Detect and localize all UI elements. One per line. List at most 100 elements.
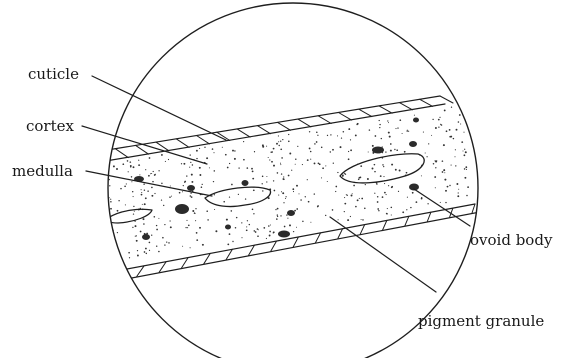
pigment-granule [144,203,146,205]
pigment-granule [284,226,286,228]
cuticle-scale [318,116,331,124]
pigment-granule [107,199,108,200]
pigment-granule [441,124,443,126]
pigment-granule [342,174,344,176]
pigment-granule [266,181,267,182]
pigment-granule [126,183,127,184]
pigment-granule [129,257,130,258]
pigment-granule [289,224,291,226]
cuticle-scale [383,221,387,230]
pigment-granule [294,210,296,212]
pigment-granule [307,159,309,161]
pigment-granule [133,206,134,207]
pigment-granule [361,198,363,200]
pigment-granule [214,209,215,210]
pigment-granule [330,151,331,152]
pigment-granule [227,167,229,169]
pigment-granule [137,255,139,257]
pigment-granule [398,191,399,192]
pigment-granule [254,151,255,152]
pigment-granule [125,204,126,205]
pigment-granule [206,157,208,159]
pigment-granule [164,224,165,225]
pigment-granule [108,197,109,198]
pigment-granule [368,151,369,152]
pigment-granule [369,129,370,130]
pigment-granule [458,192,459,193]
pigment-granule [317,135,318,136]
pigment-granule [143,183,144,184]
cuticle-scale [115,149,128,158]
pigment-granule [464,154,466,156]
pigment-granule [238,194,239,195]
pigment-granule [353,185,355,187]
pigment-granule [344,203,346,205]
pigment-granule [214,194,215,195]
pigment-granule [389,136,391,138]
pigment-granule [377,196,379,198]
pigment-granule [317,206,318,207]
pigment-granule [143,223,145,225]
pigment-granule [277,214,278,215]
pigment-granule [213,152,214,153]
pigment-granule [302,221,303,222]
pigment-granule [202,244,204,246]
pigment-granule [388,122,389,123]
pigment-granule [390,143,392,145]
ovoid-body [287,210,295,216]
leader-cuticle [92,76,226,140]
pigment-granule [229,196,230,197]
pigment-granule [212,148,214,150]
pigment-granule [293,231,294,232]
pigment-granule [278,141,279,142]
cuticle-scale [359,109,372,116]
pigment-granule [141,194,143,196]
pigment-granule [375,135,377,137]
pigment-granule [163,205,164,206]
pigment-granule [171,196,172,197]
pigment-granule [465,166,467,168]
cuticle-scale [338,229,343,239]
pigment-granule [296,208,298,210]
pigment-granule [120,188,122,190]
pigment-granule [252,178,254,180]
pigment-granule [440,202,441,203]
pigment-granule [381,138,382,139]
pigment-granule [444,109,446,111]
pigment-granule [190,195,192,197]
pigment-granule [195,208,196,209]
pigment-granule [433,163,435,165]
pigment-granule [143,218,145,220]
pigment-granule [351,195,353,197]
pigment-granule [105,245,106,246]
pigment-granule [182,246,183,247]
pigment-granule [288,175,290,177]
ovoid-body [372,147,384,154]
pigment-granule [332,149,334,151]
pigment-granule [310,222,311,223]
pigment-granule [358,179,360,181]
pigment-granule [338,219,339,220]
pigment-granule [444,172,445,173]
pigment-granule [188,224,190,226]
pigment-granule [282,139,283,140]
pigment-granule [199,148,200,149]
pigment-granule [359,198,360,199]
cuticle-scale [257,126,270,134]
pigment-granule [402,133,403,134]
pigment-granule [278,135,279,136]
pigment-granule [252,208,254,210]
pigment-granule [253,189,255,191]
pigment-granule [382,196,384,198]
pigment-granule [379,120,380,121]
pigment-granule [281,157,283,159]
pigment-granule [236,217,237,218]
pigment-granule [466,195,468,197]
pigment-granule [277,208,279,210]
pigment-granule [278,145,279,146]
pigment-granule [110,199,111,200]
pigment-granule [442,160,444,162]
pigment-granule [280,148,282,150]
pigment-granule [191,196,193,198]
pigment-granule [144,251,146,253]
